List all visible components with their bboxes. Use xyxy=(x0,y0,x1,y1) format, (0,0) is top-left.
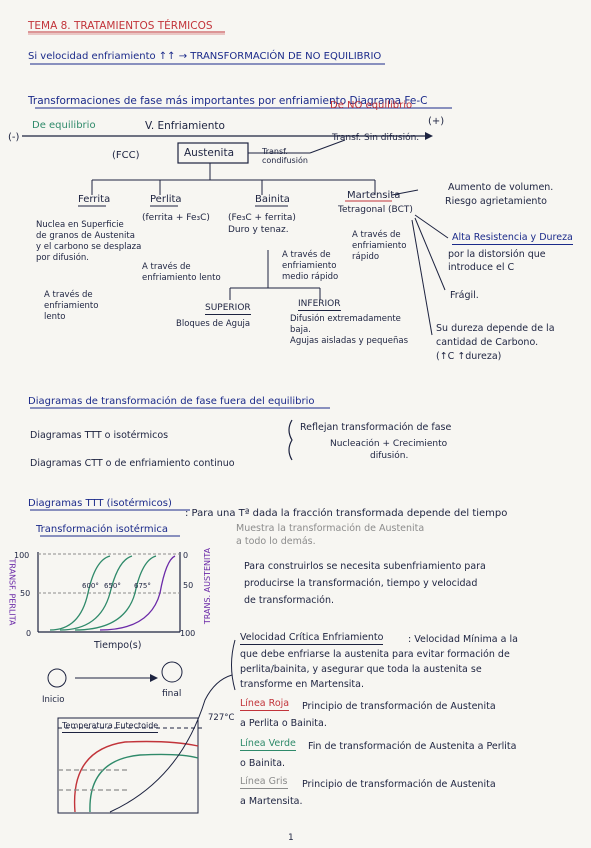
minus-label: (-) xyxy=(8,132,20,143)
temp-727: 727°C xyxy=(208,713,235,723)
section2-heading: Diagramas de transformación de fase fuer… xyxy=(28,396,315,407)
ferrita-label: Ferrita xyxy=(78,194,111,205)
ttt-chart xyxy=(37,552,181,633)
inicio-label: Inicio xyxy=(42,695,65,705)
plus-label: (+) xyxy=(428,116,445,127)
ttt-item: Diagramas TTT o isotérmicos xyxy=(30,430,169,441)
superior-label: SUPERIOR xyxy=(205,303,251,315)
iso-label: Transformación isotérmica xyxy=(36,524,169,535)
line-transformations: Transformaciones de fase más importantes… xyxy=(28,95,428,107)
fragil: Frágil. xyxy=(450,290,479,301)
alta-resistencia: Alta Resistencia y Dureza xyxy=(452,232,573,245)
xlabel: Tiempo(s) xyxy=(94,640,142,651)
bainita-label: Bainita xyxy=(255,194,290,205)
vel-critica-label: Velocidad Crítica Enfriamiento xyxy=(240,632,384,645)
page-title: TEMA 8. TRATAMIENTOS TÉRMICOS xyxy=(28,20,213,32)
linea-verde: Línea Verde xyxy=(240,738,296,751)
bainita-desc: (Fe₃C + ferrita)Duro y tenaz. xyxy=(228,213,296,235)
martensita-desc: Tetragonal (BCT) xyxy=(338,205,413,215)
left-tick-100: 100 xyxy=(14,551,30,560)
page-number: 1 xyxy=(288,833,294,843)
transf-con-difusion: Transf. condifusión xyxy=(262,147,308,165)
linea-gris-text: Principio de transformación de Austenita… xyxy=(240,779,496,807)
temp-eutectoide: Temperatura Eutectoide xyxy=(62,720,159,733)
aumento-volumen: Aumento de volumen. xyxy=(448,182,554,193)
series-label-600: 600° xyxy=(82,582,99,590)
linea-gris: Línea Gris xyxy=(240,776,288,789)
left-tick-50: 50 xyxy=(20,589,31,598)
superior-desc: Bloques de Aguja xyxy=(176,319,251,329)
ylabel-right: TRANS. AUSTENITA xyxy=(203,547,213,625)
left-tick-0: 0 xyxy=(26,629,32,638)
right-tick-0: 0 xyxy=(183,551,189,560)
series-label-650: 650° xyxy=(104,582,121,590)
austenita-box: Austenita xyxy=(184,147,235,159)
para-construir: Para construirlos se necesita subenfriam… xyxy=(244,561,486,606)
linea-roja: Línea Roja xyxy=(240,698,290,711)
line-velocity: Si velocidad enfriamiento ↑↑ → TRANSFORM… xyxy=(28,51,382,62)
fcc-label: (FCC) xyxy=(112,150,140,161)
equilibrio-label: De equilibrio xyxy=(32,120,96,131)
martensita-label: Martensita xyxy=(347,190,401,201)
linea-roja-text: Principio de transformación de Austenita… xyxy=(240,701,496,729)
right-tick-100: 100 xyxy=(180,629,196,638)
no-equilibrio-label: De NO equilibrio xyxy=(330,100,413,111)
cct-item: Diagramas CTT o de enfriamiento continuo xyxy=(30,458,235,469)
transf-sin-difusion: Transf. Sin difusión. xyxy=(332,133,420,143)
iso-text: : Para una Tª dada la fracción transform… xyxy=(185,508,508,519)
perlita-label: Perlita xyxy=(150,194,182,205)
series-label-675: 675° xyxy=(134,582,151,590)
section3-heading: Diagramas TTT (isotérmicos) xyxy=(28,498,172,509)
ylabel-left: TRANSF. PERLITA xyxy=(7,558,17,626)
right-tick-50: 50 xyxy=(183,581,194,590)
v-enfriamiento-label: V. Enfriamiento xyxy=(145,120,225,132)
final-label: final xyxy=(162,689,182,699)
linea-verde-text: Fin de transformación de Austenita a Per… xyxy=(240,741,517,769)
reflejan: Reflejan transformación de fase xyxy=(300,422,452,433)
riesgo-agrietamiento: Riesgo agrietamiento xyxy=(445,196,547,207)
inferior-label: INFERIOR xyxy=(298,299,341,311)
perlita-desc: (ferrita + Fe₃C) xyxy=(142,213,210,223)
